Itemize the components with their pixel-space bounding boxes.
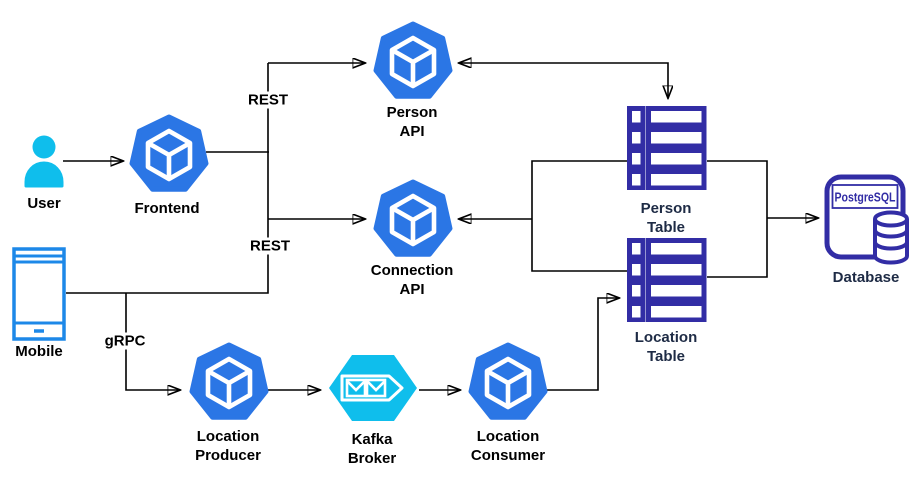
frontend-kubernetes-icon bbox=[128, 114, 210, 194]
edge-tables-right-bracket bbox=[707, 160, 768, 278]
location-producer-kubernetes-icon bbox=[188, 342, 270, 422]
envelope-icon bbox=[345, 378, 367, 398]
database-cylinder bbox=[873, 219, 909, 265]
table-row-key-cell bbox=[627, 106, 646, 128]
postgresql-logo-text: PostgreSQL bbox=[835, 190, 896, 205]
database-cylinder-top bbox=[873, 210, 909, 228]
rest-label-person-api: REST bbox=[243, 91, 293, 109]
table-row-key-cell bbox=[627, 301, 646, 322]
person-api-kubernetes-icon bbox=[372, 21, 454, 101]
cube-edges bbox=[206, 369, 252, 407]
kafka-broker-label: Kafka Broker bbox=[347, 431, 397, 467]
table-row-key-cell bbox=[627, 169, 646, 190]
table-row-value-cell bbox=[646, 169, 707, 190]
location-consumer-label: Location Consumer bbox=[470, 428, 546, 464]
frontend-label: Frontend bbox=[134, 200, 200, 217]
location-producer-label: Location Producer bbox=[195, 428, 261, 464]
connection-api-node bbox=[372, 179, 454, 259]
frontend-node bbox=[128, 114, 210, 194]
location-table-icon bbox=[627, 238, 707, 322]
table-row-value-cell bbox=[646, 259, 707, 281]
table-row-value-cell bbox=[646, 106, 707, 128]
table-row-key-cell bbox=[627, 280, 646, 302]
table-row-value-cell bbox=[646, 280, 707, 302]
person-api-label: Person API bbox=[386, 104, 438, 140]
envelope-flap bbox=[366, 380, 386, 392]
envelope-flap bbox=[346, 380, 366, 392]
edge-consumer-location-table bbox=[547, 298, 619, 391]
connection-api-label: Connection API bbox=[370, 262, 454, 298]
user-node bbox=[16, 133, 72, 191]
cube-edges bbox=[485, 369, 531, 407]
person-table-icon bbox=[627, 106, 707, 190]
connection-api-kubernetes-icon bbox=[372, 179, 454, 259]
location-table-node bbox=[627, 238, 707, 322]
envelope-icon bbox=[365, 378, 387, 398]
user-label: User bbox=[27, 195, 61, 212]
edge-tables-left-bracket bbox=[531, 160, 627, 272]
location-consumer-kubernetes-icon bbox=[467, 342, 549, 422]
postgresql-text-frame bbox=[831, 184, 899, 209]
table-row-value-cell bbox=[646, 238, 707, 260]
table-row-key-cell bbox=[627, 259, 646, 281]
person-api-node bbox=[372, 21, 454, 101]
edge-grpc-location-producer bbox=[125, 293, 180, 390]
location-consumer-node bbox=[467, 342, 549, 422]
grpc-label: gRPC bbox=[100, 332, 150, 350]
table-row-key-cell bbox=[627, 238, 646, 260]
table-row-key-cell bbox=[627, 148, 646, 170]
user-head bbox=[32, 135, 56, 159]
table-row-value-cell bbox=[646, 148, 707, 170]
edge-bus-and-mobile bbox=[66, 63, 269, 294]
location-table-label: Location Table bbox=[634, 329, 698, 365]
user-body bbox=[24, 161, 64, 188]
database-label: Database bbox=[832, 269, 900, 286]
phone-bands bbox=[14, 254, 64, 325]
table-row-value-cell bbox=[646, 301, 707, 322]
rest-label-connection-api: REST bbox=[245, 237, 295, 255]
database-cylinder-bands bbox=[873, 229, 909, 251]
person-table-label: Person Table bbox=[640, 200, 692, 236]
mobile-phone-icon bbox=[12, 247, 66, 341]
mobile-label: Mobile bbox=[15, 343, 63, 360]
cube-edges bbox=[146, 141, 192, 179]
postgresql-icon: PostgreSQL bbox=[824, 174, 909, 265]
table-row-value-cell bbox=[646, 127, 707, 149]
location-producer-node bbox=[188, 342, 270, 422]
cube-edges bbox=[390, 48, 436, 86]
user-icon bbox=[24, 135, 64, 188]
kafka-broker-icon bbox=[329, 355, 417, 421]
edge-person-api-person-table bbox=[459, 63, 668, 98]
table-row-key-cell bbox=[627, 127, 646, 149]
message-queue-banner bbox=[340, 374, 404, 402]
mobile-node bbox=[12, 247, 66, 341]
person-table-node bbox=[627, 106, 707, 190]
kafka-broker-node bbox=[327, 351, 419, 425]
database-node: PostgreSQL bbox=[824, 174, 912, 266]
cube-edges bbox=[390, 206, 436, 244]
